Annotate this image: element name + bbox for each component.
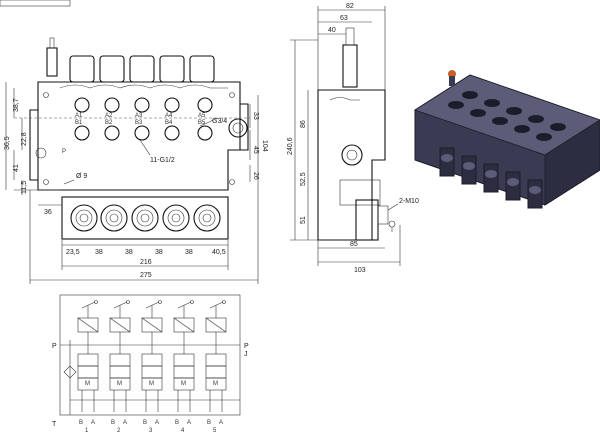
label-hole: Ø 9 bbox=[76, 173, 87, 180]
label-b5: B5 bbox=[198, 120, 206, 126]
svg-text:B: B bbox=[111, 420, 115, 426]
label-t: T bbox=[52, 421, 57, 428]
isometric-render bbox=[414, 70, 600, 209]
schematic-sections bbox=[77, 300, 227, 412]
svg-text:B: B bbox=[175, 420, 179, 426]
title-frame bbox=[0, 0, 71, 7]
spool-mark-2: M bbox=[117, 381, 122, 387]
dim-240-6: 240,6 bbox=[287, 137, 294, 155]
label-p: P bbox=[62, 149, 66, 155]
dim-104: 104 bbox=[261, 140, 268, 152]
dim-38-a: 38 bbox=[95, 249, 103, 256]
side-spool bbox=[355, 199, 379, 241]
dim-33: 33 bbox=[252, 112, 259, 120]
spool-block bbox=[61, 196, 229, 240]
dim-82: 82 bbox=[346, 3, 354, 10]
right-dimensions: 104 45 26 33 bbox=[249, 95, 268, 182]
spool-mark-5: M bbox=[213, 381, 218, 387]
iso-spools bbox=[439, 147, 543, 209]
svg-text:B: B bbox=[143, 420, 147, 426]
top-levers bbox=[46, 37, 215, 83]
label-p-right: P bbox=[244, 343, 249, 350]
schematic-frame bbox=[59, 294, 241, 416]
dim-40: 40 bbox=[328, 27, 336, 34]
label-g12: 11-G1/2 bbox=[150, 157, 175, 164]
label-m10: 2-M10 bbox=[399, 198, 419, 205]
port-letters: B A 1 B A 2 B A 3 B A 4 B A 5 bbox=[79, 420, 223, 434]
dim-38-b: 38 bbox=[125, 249, 133, 256]
dim-103: 103 bbox=[354, 267, 366, 274]
svg-text:3: 3 bbox=[149, 428, 153, 434]
label-a5: A5 bbox=[198, 113, 206, 119]
outlet-port bbox=[228, 118, 248, 138]
spool-mark-4: M bbox=[181, 381, 186, 387]
dim-51: 51 bbox=[300, 216, 307, 224]
svg-text:A: A bbox=[155, 420, 159, 426]
dim-45: 45 bbox=[252, 146, 259, 154]
dim-216: 216 bbox=[140, 259, 152, 266]
port-row-a bbox=[74, 97, 213, 113]
svg-text:A: A bbox=[123, 420, 127, 426]
svg-text:A: A bbox=[187, 420, 191, 426]
dim-23-5: 23,5 bbox=[66, 249, 80, 256]
svg-text:A: A bbox=[91, 420, 95, 426]
svg-text:A: A bbox=[219, 420, 223, 426]
dim-63: 63 bbox=[340, 15, 348, 22]
relief-valve-symbol bbox=[63, 365, 77, 379]
dim-22-8: 22,8 bbox=[21, 132, 28, 146]
dim-36: 36 bbox=[44, 209, 52, 216]
spool-mark-1: M bbox=[85, 381, 90, 387]
label-b3: B3 bbox=[135, 120, 143, 126]
label-b2: B2 bbox=[105, 120, 113, 126]
dim-41: 41 bbox=[13, 164, 20, 172]
dim-85: 85 bbox=[350, 241, 358, 248]
left-dimensions: 36,5 38,7 22,8 41 11,5 bbox=[4, 82, 28, 195]
side-port bbox=[341, 144, 363, 166]
label-b4: B4 bbox=[165, 120, 173, 126]
dim-38-c: 38 bbox=[155, 249, 163, 256]
iso-ports bbox=[448, 91, 566, 141]
svg-text:4: 4 bbox=[181, 428, 185, 434]
dim-11-5: 11,5 bbox=[21, 181, 28, 194]
dim-86: 86 bbox=[300, 120, 307, 128]
label-a3: A3 bbox=[135, 113, 143, 119]
svg-text:5: 5 bbox=[213, 428, 217, 434]
dim-275: 275 bbox=[140, 272, 152, 279]
dim-26: 26 bbox=[252, 172, 259, 180]
front-view: A1 A2 A3 A4 A5 B1 B2 B3 B4 B5 P G3/4 11-… bbox=[4, 37, 268, 284]
spool-mark-3: M bbox=[149, 381, 154, 387]
label-a4: A4 bbox=[165, 113, 173, 119]
svg-text:1: 1 bbox=[85, 428, 89, 434]
label-b1: B1 bbox=[75, 120, 83, 126]
bottom-dimensions: 36 23,5 38 38 38 38 40,5 216 275 bbox=[29, 182, 259, 284]
dim-38-7: 38,7 bbox=[13, 98, 20, 112]
dim-40-5: 40,5 bbox=[212, 249, 226, 256]
label-g34: G3/4 bbox=[212, 118, 227, 125]
port-row-b bbox=[74, 125, 213, 141]
hydraulic-schematic: M M M M M P P J T B A 1 B A 2 B A 3 B A … bbox=[52, 294, 249, 434]
dim-52-5: 52,5 bbox=[300, 172, 307, 186]
dim-38-d: 38 bbox=[185, 249, 193, 256]
svg-text:B: B bbox=[79, 420, 83, 426]
svg-text:2: 2 bbox=[117, 428, 121, 434]
side-view: 82 63 40 240,6 86 52,5 51 85 103 2-M10 bbox=[287, 3, 419, 274]
label-p-left: P bbox=[52, 343, 57, 350]
spool-caps bbox=[70, 204, 221, 232]
svg-text:B: B bbox=[207, 420, 211, 426]
dim-36-5: 36,5 bbox=[4, 136, 11, 150]
inlet-port bbox=[35, 147, 47, 159]
label-a1: A1 bbox=[75, 113, 83, 119]
label-a2: A2 bbox=[105, 113, 113, 119]
label-j: J bbox=[244, 351, 248, 358]
